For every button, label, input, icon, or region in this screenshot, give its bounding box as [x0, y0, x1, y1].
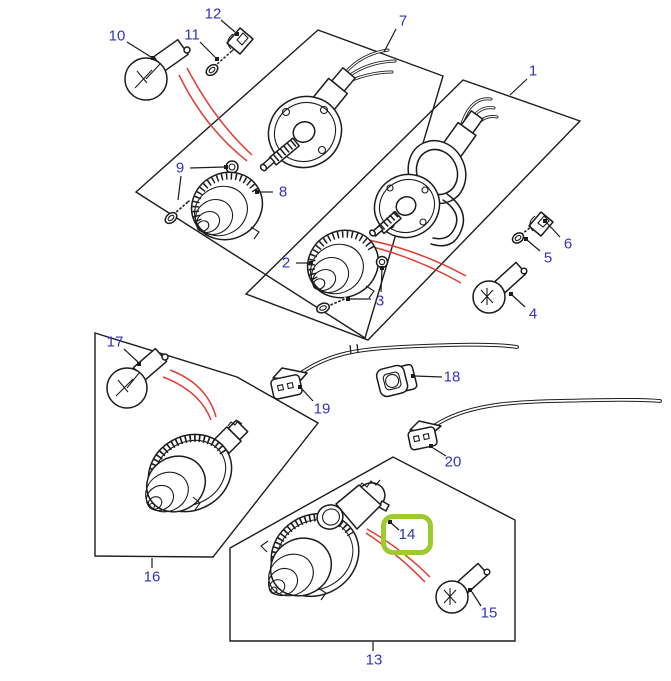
- callout-11[interactable]: 11: [184, 26, 200, 44]
- callout-15[interactable]: 15: [480, 604, 498, 622]
- box-assembly-13: [229, 456, 516, 642]
- callout-20[interactable]: 20: [444, 453, 462, 471]
- callout-16[interactable]: 16: [143, 568, 161, 586]
- callout-8[interactable]: 8: [278, 183, 288, 201]
- lens-2: [306, 229, 380, 299]
- screw-9: [164, 200, 190, 225]
- callout-19[interactable]: 19: [313, 400, 331, 418]
- bulb-15: [435, 562, 491, 614]
- callout-1[interactable]: 1: [528, 62, 538, 80]
- clip-6: [528, 211, 554, 237]
- wire-19: [299, 342, 519, 375]
- callout-10[interactable]: 10: [108, 27, 126, 45]
- screw-5: [511, 222, 537, 244]
- lamp-7-wires: [344, 48, 397, 82]
- callout-6[interactable]: 6: [563, 235, 573, 253]
- lamp-16: [145, 419, 249, 513]
- lamp-assembly-7: [259, 48, 397, 172]
- callout-9[interactable]: 9: [175, 159, 185, 177]
- callout-2[interactable]: 2: [281, 254, 291, 272]
- nut-3: [375, 255, 389, 269]
- bulb-holder-14: [316, 479, 390, 530]
- bulb-4: [472, 261, 528, 314]
- box-assembly-7: [134, 29, 444, 340]
- screw-11: [205, 49, 234, 77]
- connector-19: [270, 367, 308, 400]
- callout-7[interactable]: 7: [398, 12, 408, 30]
- box-assembly-16: [94, 332, 320, 558]
- callout-13[interactable]: 13: [365, 651, 383, 669]
- highlight-box-14: 14: [381, 514, 433, 555]
- grommet-18: [375, 363, 418, 398]
- lens-8: [190, 171, 264, 241]
- screw-3: [315, 296, 348, 314]
- connector-20: [407, 420, 442, 451]
- callout-12[interactable]: 12: [204, 5, 222, 23]
- wire-20: [432, 397, 662, 428]
- lamp-assembly-1: [368, 97, 499, 247]
- lamp-13: [260, 512, 360, 601]
- assembly-boxes: [94, 29, 582, 642]
- bulb-17: [106, 347, 169, 409]
- box-assembly-1: [244, 79, 582, 341]
- callout-4[interactable]: 4: [528, 305, 538, 323]
- bulb-10: [124, 38, 191, 101]
- leader-lines: [123, 19, 561, 651]
- callout-18[interactable]: 18: [443, 368, 461, 386]
- callout-5[interactable]: 5: [543, 249, 553, 267]
- callout-14[interactable]: 14: [398, 526, 416, 543]
- callout-17[interactable]: 17: [106, 333, 124, 351]
- callout-3[interactable]: 3: [375, 292, 385, 310]
